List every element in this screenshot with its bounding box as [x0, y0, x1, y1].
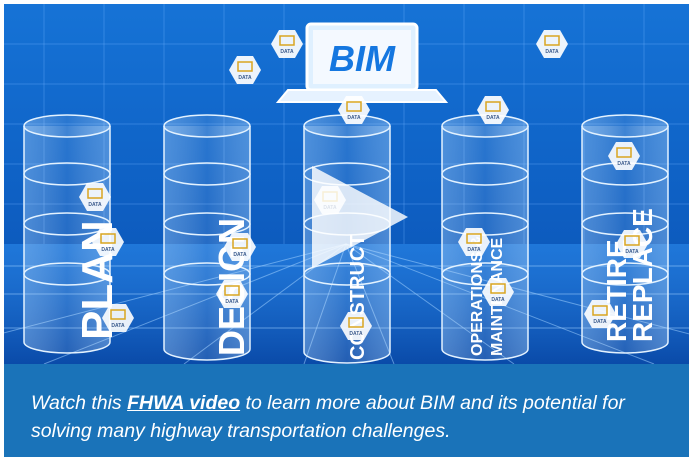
- fhwa-video-link[interactable]: FHWA video: [127, 392, 241, 414]
- data-hex-icon: DATA: [477, 96, 509, 124]
- data-hex-icon: DATA: [224, 233, 256, 261]
- column-plan: [23, 114, 111, 354]
- svg-text:DATA: DATA: [88, 202, 102, 208]
- caption-text-after: to learn more about BIM and its potentia…: [31, 392, 625, 442]
- svg-text:DATA: DATA: [545, 49, 559, 55]
- svg-text:DATA: DATA: [347, 115, 361, 121]
- svg-text:DATA: DATA: [467, 247, 481, 253]
- data-hex-icon: DATA: [216, 280, 248, 308]
- svg-text:DATA: DATA: [491, 297, 505, 303]
- data-hex-icon: DATA: [102, 304, 134, 332]
- data-hex-icon: DATA: [92, 228, 124, 256]
- data-hex-icon: DATA: [79, 183, 111, 211]
- svg-text:DATA: DATA: [280, 49, 294, 55]
- caption-banner: Watch this FHWA video to learn more abou…: [4, 364, 689, 457]
- svg-text:DATA: DATA: [101, 247, 115, 253]
- data-hex-icon: DATA: [271, 30, 303, 58]
- svg-text:DATA: DATA: [593, 319, 607, 325]
- svg-text:DATA: DATA: [111, 323, 125, 329]
- data-hex-icon: DATA: [458, 228, 490, 256]
- data-hex-icon: DATA: [536, 30, 568, 58]
- data-hex-icon: DATA: [482, 278, 514, 306]
- data-hex-icon: DATA: [608, 142, 640, 170]
- data-hex-icon: DATA: [338, 96, 370, 124]
- video-caption: Watch this FHWA video to learn more abou…: [31, 389, 671, 445]
- svg-text:DATA: DATA: [233, 252, 247, 258]
- play-button[interactable]: [304, 162, 414, 272]
- data-hex-icon: DATA: [340, 312, 372, 340]
- svg-text:DATA: DATA: [349, 331, 363, 337]
- svg-text:DATA: DATA: [625, 249, 639, 255]
- svg-text:DATA: DATA: [238, 75, 252, 81]
- svg-text:DATA: DATA: [617, 161, 631, 167]
- phase-label-replace: REPLACE: [627, 208, 658, 342]
- video-player[interactable]: BIM: [4, 4, 689, 364]
- svg-text:DATA: DATA: [225, 299, 239, 305]
- data-hex-icon: DATA: [229, 56, 261, 84]
- laptop-label: BIM: [329, 38, 396, 79]
- play-icon: [312, 166, 408, 268]
- data-hex-icon: DATA: [584, 300, 616, 328]
- phase-label-operations: OPERATIONS &: [469, 235, 486, 356]
- data-hex-icon: DATA: [616, 230, 648, 258]
- svg-text:DATA: DATA: [486, 115, 500, 121]
- caption-text-before: Watch this: [31, 392, 128, 414]
- laptop-icon: BIM: [275, 22, 449, 103]
